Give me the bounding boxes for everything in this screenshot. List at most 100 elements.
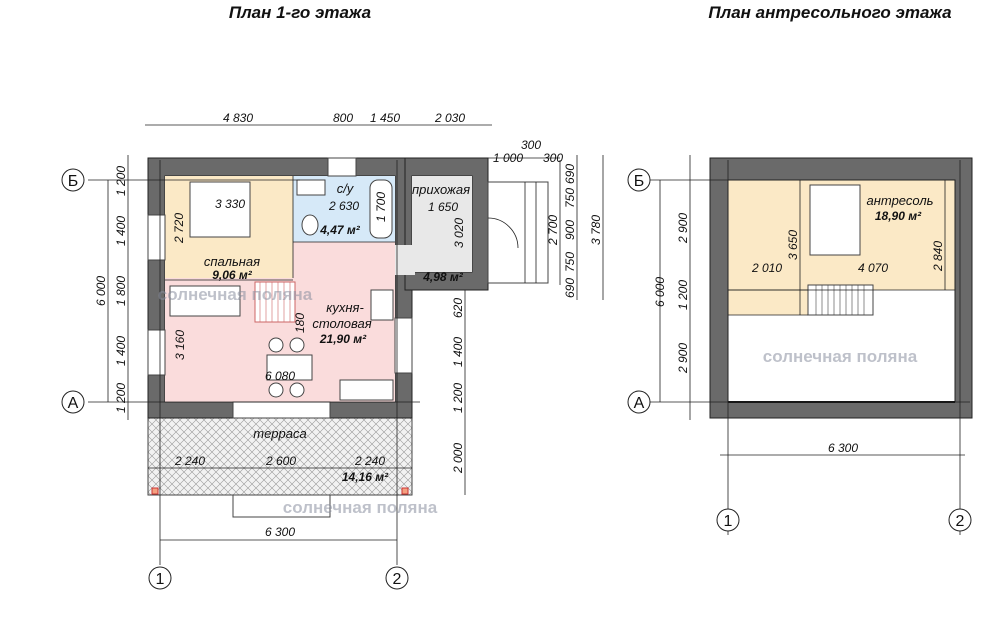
dimension-label: 2 240: [354, 454, 385, 468]
staircase: [807, 284, 874, 316]
dimension-lines: [107, 124, 604, 541]
sink: [296, 179, 326, 196]
watermark: солнечная поляна: [158, 285, 313, 304]
bed: [189, 181, 251, 238]
dimension-label: 1 400: [451, 337, 465, 367]
window: [327, 157, 357, 177]
dimension-label: 6 300: [265, 525, 295, 539]
porch-steps: [487, 181, 549, 284]
dimension-label: 2 010: [751, 261, 782, 275]
chair: [268, 382, 284, 398]
kitchen-counter: [339, 379, 394, 401]
dimension-label: 4 070: [858, 261, 888, 275]
dimension-label: 180: [293, 313, 307, 333]
window: [394, 317, 413, 374]
hall-floor: [412, 176, 472, 272]
terrace-step: [232, 494, 331, 518]
watermark: солнечная поляна: [763, 347, 918, 366]
dimension-label: 3 650: [786, 230, 800, 260]
chair: [268, 337, 284, 353]
mezzanine-plan: Б А 1 2 антресоль 18,90 м² 2 900 1 200 2…: [627, 155, 973, 535]
axis-marker: [627, 390, 651, 414]
dimension-label: 1 800: [114, 276, 128, 306]
dimension-label: 1 400: [114, 336, 128, 366]
stair-steps: [815, 285, 865, 315]
dimension-label: 1 200: [114, 166, 128, 196]
room-area: 4,98 м²: [422, 270, 464, 284]
room-name: антресоль: [867, 193, 934, 208]
room-name: с/у: [337, 181, 355, 196]
dimension-label: 3 780: [589, 215, 603, 245]
chair: [289, 382, 305, 398]
sofa: [169, 285, 241, 317]
terrace-area: [147, 417, 413, 496]
watermark: солнечная поляна: [283, 498, 438, 517]
window: [147, 329, 166, 376]
dimension-label: 2 700: [546, 215, 560, 246]
dimension-label: 1 650: [428, 200, 458, 214]
room-area: 4,47 м²: [319, 223, 361, 237]
dimension-label: 750: [563, 252, 577, 272]
dimension-label: 2 900: [676, 213, 690, 244]
axis-label: Б: [634, 173, 645, 190]
dimension-label: 1 000: [493, 151, 523, 165]
axis-marker: [385, 566, 409, 590]
dimension-label: 690: [563, 164, 577, 184]
dimension-label: 300: [521, 138, 541, 152]
axis-label: 1: [724, 513, 733, 530]
axis-marker: [627, 168, 651, 192]
dimension-label: 1 450: [370, 111, 400, 125]
room-name: спальная: [204, 254, 260, 269]
chair: [289, 337, 305, 353]
bed: [809, 184, 861, 256]
dimension-lines: [650, 155, 970, 535]
axis-marker: [148, 566, 172, 590]
title-mezzanine: План антресольного этажа: [708, 3, 951, 22]
first-floor-plan: Б А 1 2 спальная 9,06 м² с/у 4,47 м² при…: [61, 111, 604, 590]
axis-marker: [948, 508, 972, 532]
post-marker: [151, 487, 159, 495]
axis-label: 2: [393, 571, 402, 588]
dimension-label: 1 200: [676, 280, 690, 310]
title-first-floor: План 1-го этажа: [229, 3, 371, 22]
window: [147, 214, 166, 261]
axis-marker: [716, 508, 740, 532]
room-name: кухня-: [326, 300, 364, 315]
axis-label: 1: [156, 571, 165, 588]
axis-marker: [61, 390, 85, 414]
entrance-door-swing: [487, 217, 519, 249]
room-name: прихожая: [412, 182, 470, 197]
post-marker: [401, 487, 409, 495]
stove: [370, 289, 394, 321]
axis-label: А: [68, 395, 79, 412]
dimension-label: 2 240: [174, 454, 205, 468]
dimension-label: 6 300: [828, 441, 858, 455]
dimension-label: 2 630: [328, 199, 359, 213]
kitchen-floor: [293, 242, 395, 278]
room-area: 14,16 м²: [342, 470, 389, 484]
dimension-label: 1 200: [451, 383, 465, 413]
step-lines: [524, 182, 537, 283]
window: [232, 401, 331, 419]
room-area: 9,06 м²: [212, 268, 253, 282]
room-name: терраса: [253, 426, 306, 441]
bathtub: [369, 179, 393, 239]
dimension-label: 2 900: [676, 343, 690, 374]
dimension-label: 690: [563, 278, 577, 298]
dimension-label: 1 400: [114, 216, 128, 246]
axis-label: 2: [956, 513, 965, 530]
dimension-label: 1 200: [114, 383, 128, 413]
room-area: 21,90 м²: [319, 332, 367, 346]
dimension-label: 2 600: [265, 454, 296, 468]
mezzanine-floor: [728, 290, 810, 315]
axis-marker: [61, 168, 85, 192]
dimension-label: 750: [563, 188, 577, 208]
hall-opening: [395, 245, 415, 275]
dimension-label: 6 080: [265, 369, 295, 383]
dimension-label: 3 160: [173, 330, 187, 360]
dimension-label: 620: [451, 298, 465, 318]
axis-label: Б: [68, 173, 79, 190]
dining-table: [266, 354, 313, 381]
